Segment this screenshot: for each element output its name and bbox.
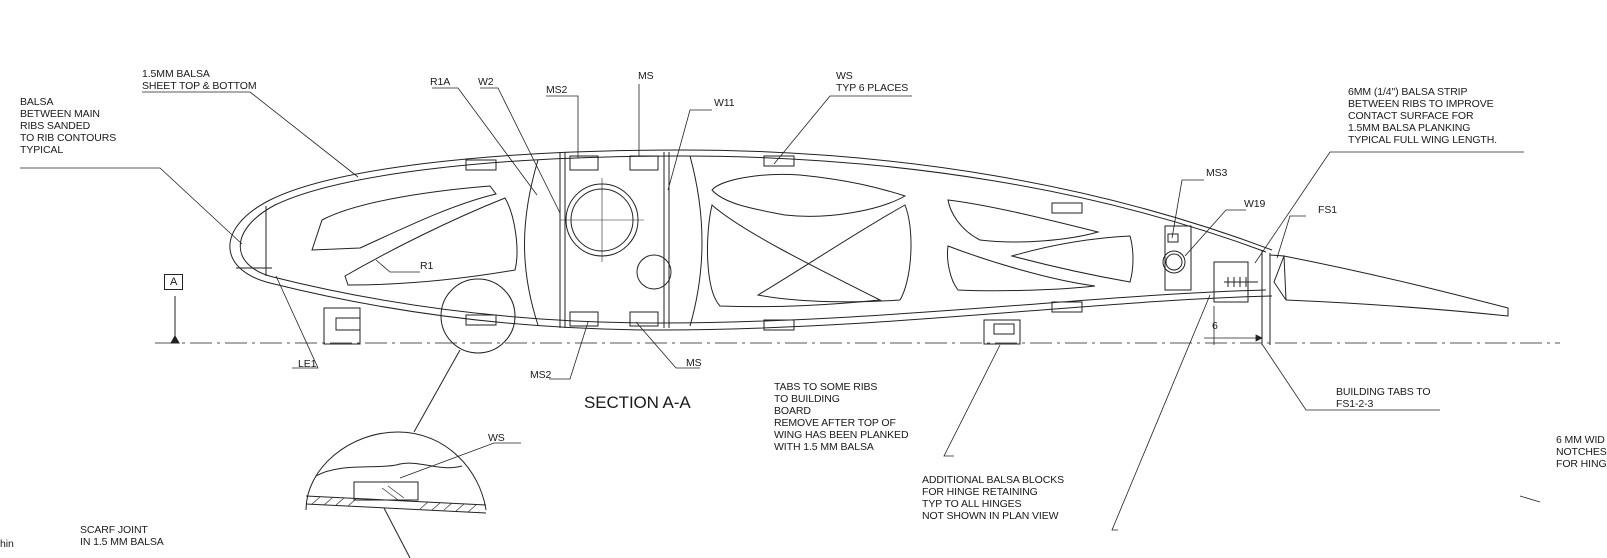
lightening-hole-3 [712,174,905,216]
label-notches-partial: 6 MM WID NOTCHES FOR HING [1556,434,1607,470]
detail-callout-circle [441,279,515,353]
label-ms-bottom: MS [686,357,702,369]
spar-cap-ms2-bottom [570,312,598,326]
label-balsa-strip: 6MM (1/4") BALSA STRIP BETWEEN RIBS TO I… [1348,86,1497,146]
label-dimension-6: 6 [1212,320,1218,332]
ws-strip-6 [1052,302,1082,312]
building-tab-2-inner [994,324,1014,334]
section-marker-a: A [164,274,184,290]
label-w11: W11 [714,97,735,109]
detail-leader-bottom [384,508,410,558]
ws-strip-3 [1052,203,1082,213]
detail-ws-hatch [382,486,404,500]
label-ws-typ: WS TYP 6 PLACES [836,70,909,94]
label-r1a: R1A [430,76,451,88]
hinge-pin [1224,277,1258,287]
label-edge-partial: hin [0,538,14,550]
rear-spar-ms3 [1165,226,1191,290]
spar-cap-ms-top [630,156,658,170]
label-w19: W19 [1244,198,1266,210]
section-title: SECTION A-A [584,393,691,412]
rear-dowel-w19 [1163,251,1185,273]
lightening-hole-8 [1012,236,1133,282]
label-le1: LE1 [298,358,317,370]
label-ws-detail: WS [488,432,505,444]
rear-dowel-w19-inner [1166,254,1182,270]
lightening-hole-1 [312,186,496,250]
lightening-hole-5 [758,205,911,302]
rib-web-left-curve [525,160,539,325]
label-ms2-bottom: MS2 [530,369,552,381]
alignment-hole [637,255,671,289]
detail-skin-bottom [306,504,486,513]
label-balsa-between-ribs: BALSA BETWEEN MAIN RIBS SANDED TO RIB CO… [20,96,117,156]
rib-web-right-curve [690,156,702,326]
detail-connector [414,350,460,432]
airfoil-inner-skin [240,156,1266,323]
building-tab-1 [324,308,360,344]
ws-strip-1 [466,160,496,170]
building-tab-2 [984,320,1020,344]
lightening-hole-6 [948,200,1098,242]
label-scarf-joint: SCARF JOINT IN 1.5 MM BALSA [80,524,164,548]
dimension-6 [1204,306,1262,345]
spar-cap-ms-bottom [630,312,658,326]
lightening-hole-2 [345,198,517,285]
label-fs1: FS1 [1318,204,1337,216]
label-ms3: MS3 [1206,167,1228,179]
label-w2: W2 [478,76,494,88]
label-r1: R1 [420,260,434,272]
ms3-tab [1168,234,1178,242]
spar-cap-ms2-top [570,156,598,170]
label-hinge-blocks: ADDITIONAL BALSA BLOCKS FOR HINGE RETAIN… [922,474,1065,522]
leader-lines [20,84,1540,530]
lightening-hole-4 [707,205,880,307]
ws-strip-5 [764,320,794,330]
label-building-tabs: BUILDING TABS TO FS1-2-3 [1336,386,1431,410]
detail-ws-strip [354,482,418,500]
section-marker-arrow [171,336,179,343]
airfoil-outer-skin [230,150,1272,330]
lightening-hole-7 [947,246,1095,291]
aileron-le [1284,256,1286,300]
fs1-joint [1270,255,1286,300]
label-tabs-note: TABS TO SOME RIBS TO BUILDING BOARD REMO… [774,381,909,453]
detail-rib-contour [316,463,462,476]
ws-strip-4 [466,315,496,325]
ws-strip-2 [764,156,794,166]
aileron-outline [1284,256,1508,316]
detail-skin-hatch [312,497,476,512]
label-ms2-top: MS2 [546,84,568,96]
label-sheet-top-bottom: 1.5MM BALSA SHEET TOP & BOTTOM [142,68,257,92]
building-tab-1-inner [336,318,360,330]
label-ms-top: MS [638,70,654,82]
